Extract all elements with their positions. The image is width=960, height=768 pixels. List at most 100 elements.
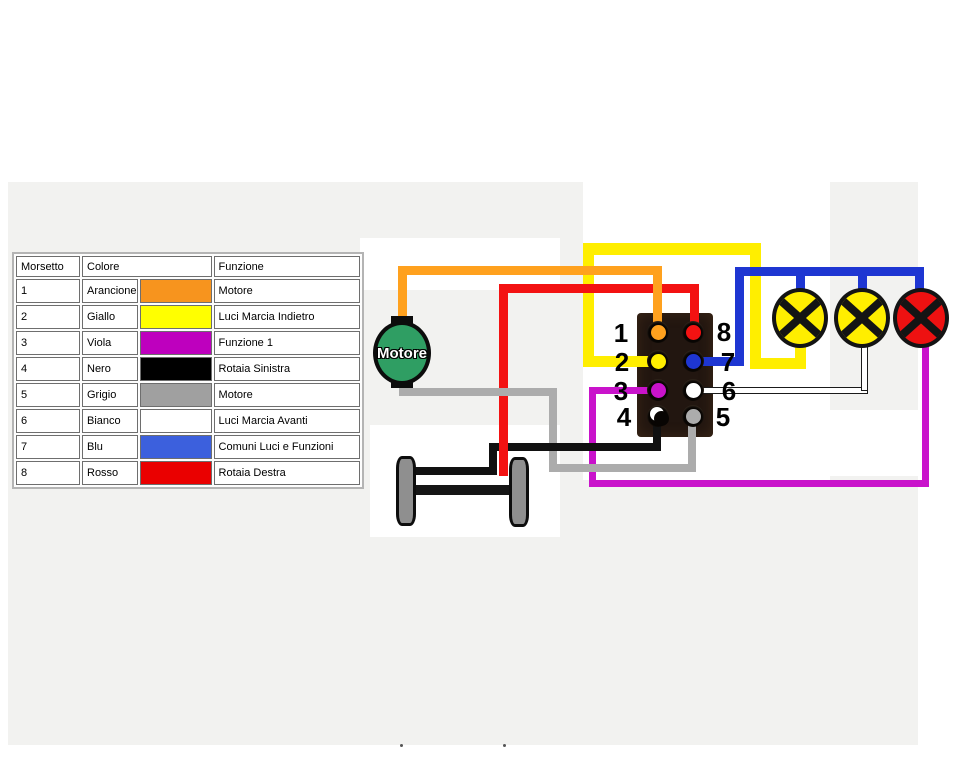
pin5-hole	[682, 405, 704, 427]
wire-blue-segment	[735, 267, 924, 276]
function-lamp	[893, 288, 949, 348]
pin8-red-dot	[685, 324, 701, 340]
color-swatch	[139, 279, 212, 303]
color-swatch	[139, 305, 212, 329]
wire-orange-segment	[653, 266, 662, 334]
cell-function: Motore	[213, 279, 360, 303]
pin2-yellow-dot	[650, 353, 666, 369]
left-wheel	[396, 456, 416, 526]
wire-gray-segment	[688, 416, 696, 472]
cell-color-name: Bianco	[82, 409, 138, 433]
wire-black-segment	[489, 443, 497, 475]
pin7-blue-dot	[685, 353, 701, 369]
cell-terminal: 3	[16, 331, 80, 355]
color-swatch	[139, 409, 212, 433]
pin-number-3: 3	[613, 376, 629, 406]
wire-blue-segment	[693, 357, 744, 366]
pin7-hole	[682, 350, 704, 372]
table-row: 4 Nero Rotaia Sinistra	[16, 357, 360, 381]
cell-function: Rotaia Sinistra	[213, 357, 360, 381]
wire-violet-segment	[589, 480, 929, 487]
cell-terminal: 5	[16, 383, 80, 407]
wire-gray-segment	[549, 464, 696, 472]
wire-violet-segment	[589, 387, 659, 394]
header-colore: Colore	[82, 256, 212, 277]
wire-blue-segment	[858, 267, 867, 291]
table-row: 7 Blu Comuni Luci e Funzioni	[16, 435, 360, 459]
motor-circle: Motore	[373, 321, 431, 385]
cell-color-name: Rosso	[82, 461, 138, 485]
pin-number-4: 4	[616, 402, 632, 432]
wire-yellow-segment	[583, 243, 761, 255]
pin-number-1: 1	[613, 318, 629, 348]
pin-number-8: 8	[716, 317, 732, 347]
right-wheel	[509, 457, 529, 527]
speck	[503, 744, 506, 747]
pin6-white-dot	[685, 382, 701, 398]
wire-yellow-segment	[750, 243, 761, 369]
cell-function: Comuni Luci e Funzioni	[213, 435, 360, 459]
color-swatch	[139, 357, 212, 381]
cell-color-name: Grigio	[82, 383, 138, 407]
pin4-hole	[647, 405, 669, 427]
pin5-gray-dot	[685, 408, 701, 424]
cell-color-name: Blu	[82, 435, 138, 459]
wire-blue-segment	[735, 267, 744, 366]
pin-number-7: 7	[720, 347, 736, 377]
color-swatch	[139, 461, 212, 485]
wire-orange-segment	[398, 266, 407, 323]
wire-red-segment	[499, 284, 699, 293]
pin-number-6: 6	[721, 376, 737, 406]
table-row: 3 Viola Funzione 1	[16, 331, 360, 355]
wire-yellow-segment	[750, 358, 806, 369]
wire-yellow-segment	[586, 356, 662, 367]
header-morsetto: Morsetto	[16, 256, 80, 277]
white-patch	[360, 238, 560, 290]
pin8-hole	[682, 321, 704, 343]
wire-orange-segment	[398, 266, 662, 275]
cell-color-name: Viola	[82, 331, 138, 355]
wire-black-segment	[489, 443, 661, 451]
wire-gray-crossover	[497, 388, 510, 396]
pin4-hole-shadow	[654, 411, 669, 426]
table-row: 5 Grigio Motore	[16, 383, 360, 407]
cell-function: Rotaia Destra	[213, 461, 360, 485]
wire-blue-segment	[796, 267, 805, 291]
pin3-violet-dot	[650, 382, 666, 398]
speck	[400, 744, 403, 747]
wheel-axle	[404, 485, 520, 495]
pin-number-2: 2	[614, 347, 630, 377]
table-row: 2 Giallo Luci Marcia Indietro	[16, 305, 360, 329]
wire-white-segment	[861, 345, 868, 391]
wire-violet-segment	[922, 341, 929, 487]
wire-gray-segment	[549, 388, 557, 472]
color-swatch	[139, 435, 212, 459]
cell-function: Luci Marcia Avanti	[213, 409, 360, 433]
wire-white-segment	[694, 387, 868, 394]
cell-function: Motore	[213, 383, 360, 407]
color-swatch	[139, 331, 212, 355]
wire-blue-segment	[915, 267, 924, 294]
cell-function: Funzione 1	[213, 331, 360, 355]
color-swatch	[139, 383, 212, 407]
forward-lamp	[834, 288, 890, 348]
wire-violet-segment	[589, 387, 596, 487]
wire-red-segment	[690, 284, 699, 334]
color-code-table: Morsetto Colore Funzione 1 Arancione Mot…	[12, 252, 364, 489]
header-funzione: Funzione	[213, 256, 360, 277]
pin-number-5: 5	[715, 402, 731, 432]
wire-black-segment	[653, 416, 661, 451]
cell-terminal: 8	[16, 461, 80, 485]
cell-terminal: 6	[16, 409, 80, 433]
wire-gray-segment	[399, 388, 557, 396]
table-row: 6 Bianco Luci Marcia Avanti	[16, 409, 360, 433]
table-row: 1 Arancione Motore	[16, 279, 360, 303]
wire-black-segment	[405, 467, 497, 475]
cell-terminal: 1	[16, 279, 80, 303]
pin1-orange-dot	[650, 324, 666, 340]
white-patch	[700, 410, 918, 476]
cell-terminal: 2	[16, 305, 80, 329]
cell-color-name: Nero	[82, 357, 138, 381]
table-row: 8 Rosso Rotaia Destra	[16, 461, 360, 485]
